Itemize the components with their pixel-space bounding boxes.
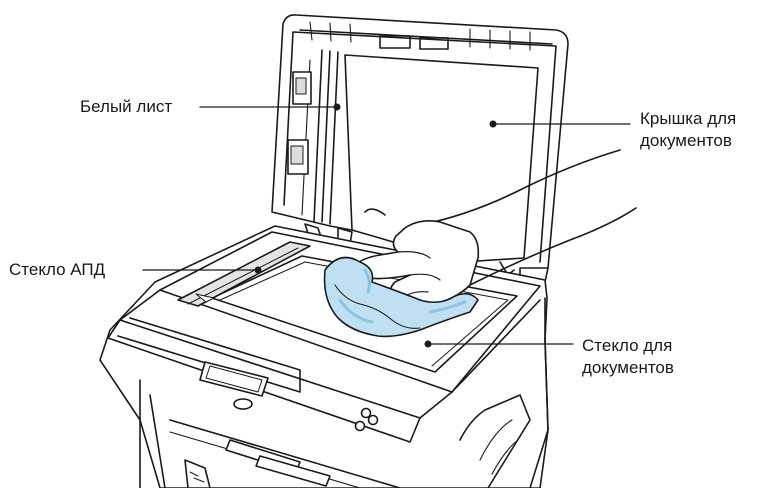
label-adf-glass: Стекло АПД [9, 259, 105, 281]
panel-button [356, 422, 365, 431]
label-document-cover: Крышка для документов [640, 108, 736, 152]
dot-doc-glass [425, 341, 432, 348]
label-document-glass: Стекло для документов [582, 335, 674, 379]
panel-button [362, 409, 371, 418]
dot-cover [490, 121, 497, 128]
label-white-sheet: Белый лист [80, 96, 172, 118]
dot-adf-glass [255, 267, 262, 274]
dot-white-sheet [334, 104, 341, 111]
panel-button [234, 399, 252, 409]
panel-button [369, 416, 378, 425]
